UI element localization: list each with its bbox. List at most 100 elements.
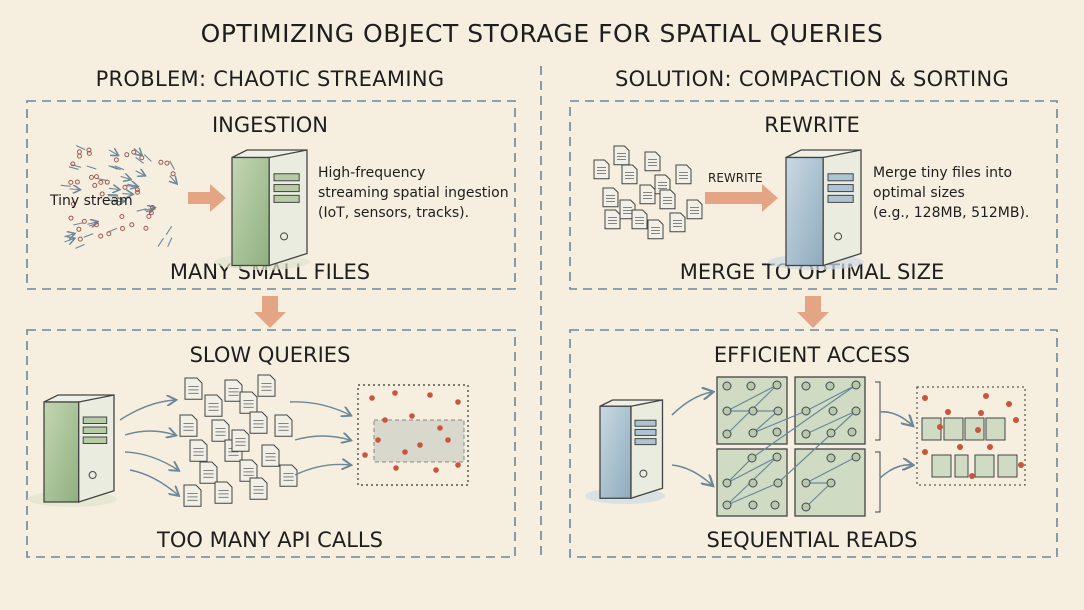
file-icon	[613, 145, 630, 166]
stream-dash	[111, 165, 121, 171]
stream-point	[77, 153, 83, 159]
point	[402, 449, 408, 455]
arrow-icon	[294, 436, 350, 440]
server-slot	[273, 173, 300, 182]
stream-point	[70, 161, 76, 167]
spatial-points	[362, 390, 461, 473]
stream-dash	[135, 156, 144, 164]
file-icon	[204, 394, 223, 417]
point	[847, 427, 857, 437]
ingest-arrow-icon	[188, 184, 226, 212]
file-icon	[686, 199, 703, 220]
point	[722, 381, 732, 391]
server-slot	[634, 438, 657, 446]
point	[369, 395, 375, 401]
file-icon	[224, 379, 243, 402]
stream-point	[81, 218, 87, 224]
point	[978, 410, 984, 416]
stream-dash	[114, 165, 125, 171]
point	[722, 406, 732, 416]
server-light	[280, 232, 289, 241]
rewrite-arrow-label: REWRITE	[708, 171, 763, 185]
point	[417, 442, 423, 448]
point	[455, 462, 461, 468]
point	[748, 478, 758, 488]
stream-point	[119, 213, 125, 219]
point	[773, 478, 783, 488]
file-icon	[621, 164, 638, 185]
point	[748, 500, 758, 510]
server-slot	[634, 428, 657, 436]
arrow-icon	[124, 451, 178, 470]
file-icon	[179, 414, 198, 437]
file-icon	[183, 484, 202, 507]
solution-header: SOLUTION: COMPACTION & SORTING	[615, 67, 1009, 91]
stream-dash	[170, 176, 177, 183]
point	[746, 381, 756, 391]
request-arrows	[119, 400, 350, 495]
server-side	[822, 149, 862, 267]
file-icon	[279, 464, 298, 487]
stream-dash	[73, 222, 84, 226]
file-icon	[631, 209, 648, 230]
stream-label: Tiny stream	[49, 193, 133, 209]
file-icon	[189, 439, 208, 462]
server-slot	[827, 194, 854, 203]
server-icon	[585, 399, 665, 504]
server-front	[599, 405, 632, 499]
point	[722, 500, 732, 510]
point	[937, 424, 943, 430]
point	[722, 429, 732, 439]
stream-point	[124, 152, 130, 158]
point	[1006, 401, 1012, 407]
stream-dash	[75, 145, 86, 151]
arrow-icon	[289, 401, 350, 415]
server-slot	[827, 184, 854, 193]
stream-point	[76, 226, 82, 232]
point	[362, 452, 368, 458]
efficient-access-panel	[569, 329, 1058, 558]
stream-dash	[143, 154, 152, 162]
stream-dash	[68, 166, 79, 170]
file-icon	[644, 151, 661, 172]
ingestion-panel	[26, 100, 516, 290]
point	[392, 390, 398, 396]
point	[851, 406, 861, 416]
block	[943, 417, 964, 441]
stream-point	[122, 184, 128, 190]
block	[985, 417, 1006, 441]
arrow-icon	[124, 431, 175, 435]
server-icon	[27, 394, 117, 507]
ingestion-desc-1: High-frequency	[318, 165, 425, 181]
rewrite-panel	[569, 100, 1058, 290]
server-side	[630, 399, 664, 500]
file-icon	[249, 477, 268, 500]
point	[826, 453, 836, 463]
stream-dash	[167, 237, 173, 247]
point	[773, 406, 783, 416]
bracket	[875, 381, 881, 441]
point	[455, 399, 461, 405]
stream-point	[88, 174, 94, 180]
stream-dash	[165, 225, 173, 235]
stream-dash	[136, 208, 147, 212]
file-icon	[214, 481, 233, 504]
file-icon	[211, 419, 230, 442]
ingestion-desc-2: streaming spatial ingestion	[318, 185, 509, 201]
server-slot	[82, 416, 108, 424]
point	[945, 409, 951, 415]
file-icon	[274, 414, 293, 437]
stream-dash	[83, 233, 94, 238]
point	[922, 395, 928, 401]
stream-point	[86, 150, 92, 156]
point	[772, 380, 782, 390]
point	[748, 428, 758, 438]
stream-dash	[86, 165, 97, 170]
arrow-icon	[879, 465, 912, 479]
server-light	[88, 471, 97, 479]
file-icon	[249, 411, 268, 434]
stream-point	[143, 225, 149, 231]
scattered-files	[179, 374, 298, 507]
stream-dash	[144, 208, 155, 211]
stream-dash	[64, 239, 74, 242]
